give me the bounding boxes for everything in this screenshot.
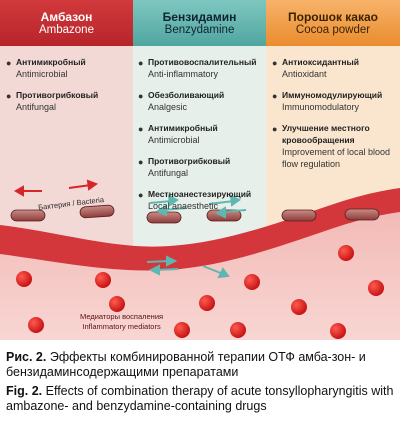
bullet-icon: ● [138,91,144,101]
effect-en: Local anaesthetic [148,201,219,211]
effect-en: Antifungal [16,102,57,112]
mediators-label-en: Inflammatory mediators [82,322,161,331]
bullet-icon: ● [138,157,144,167]
effect-ru: Местноанестезирующий [148,189,252,199]
list-item: ● Антиоксидантный Antioxidant [272,56,398,80]
list-item: ● Противогрибковый Antifungal [138,155,266,179]
effect-en: Antifungal [148,168,189,178]
list-item: ● Местноанестезирующий Local anaesthetic [138,188,266,212]
list-item: ● Антимикробный Antimicrobial [138,122,266,146]
bullet-icon: ● [272,91,278,101]
diagram: Амбазон Ambazone Бензидамин Benzydamine … [0,0,400,340]
ambazone-title-ru: Амбазон [40,10,93,24]
bullet-icon: ● [138,190,144,200]
effect-ru: Улучшение местного кровообращения [282,123,370,145]
benzydamine-title-ru: Бензидамин [162,10,237,24]
mediators-label: Медиаторы воспаления Inflammatory mediat… [80,312,163,332]
cocoa-title-ru: Порошок какао [288,10,378,24]
mediator-cells [16,245,384,339]
ambazone-arrows [13,179,99,197]
effect-ru: Противовоспалительный [148,57,257,67]
caption-ru: Рис. 2. Эффекты комбинированной терапии … [6,350,394,380]
bacterium [344,208,380,221]
cocoa-header: Порошок какао Cocoa powder [266,0,400,46]
list-item: ● Антимикробный Antimicrobial [6,56,130,80]
bacteria-group [10,204,380,224]
effect-en: Antioxidant [282,69,327,79]
effect-ru: Обезболивающий [148,90,225,100]
tissue-illustration [0,179,400,340]
bacterium [79,204,115,219]
list-item: ● Противогрибковый Antifungal [6,89,130,113]
list-item: ● Иммуномодулирующий Immunomodulatory [272,89,398,113]
effect-ru: Антимикробный [16,57,86,67]
ambazone-effects: ● Антимикробный Antimicrobial ● Противог… [6,56,130,122]
bacterium [281,209,317,222]
cocoa-title-en: Cocoa powder [295,24,371,36]
effect-en: Antimicrobial [16,69,68,79]
bullet-icon: ● [6,58,12,68]
bullet-icon: ● [272,124,278,134]
caption-en-prefix: Fig. 2. [6,384,43,398]
effect-ru: Противогрибковый [16,90,99,100]
ambazone-header: Амбазон Ambazone [0,0,133,46]
effect-en: Improvement of local blood flow regulati… [282,147,391,169]
effect-en: Analgesic [148,102,188,112]
benzydamine-arrows [146,194,247,279]
caption-ru-prefix: Рис. 2. [6,350,47,364]
ambazone-title-en: Ambazone [39,24,94,36]
mediators-label-ru: Медиаторы воспаления [80,312,164,321]
benzydamine-header: Бензидамин Benzydamine [133,0,266,46]
bullet-icon: ● [6,91,12,101]
effect-ru: Иммуномодулирующий [282,90,383,100]
mucosa-band [0,188,400,271]
bullet-icon: ● [138,124,144,134]
effect-en: Antimicrobial [148,135,200,145]
list-item: ● Улучшение местного кровообращения Impr… [272,122,398,170]
effect-ru: Антимикробный [148,123,218,133]
effect-ru: Антиоксидантный [282,57,359,67]
list-item: ● Обезболивающий Analgesic [138,89,266,113]
effect-ru: Противогрибковый [148,156,231,166]
bullet-icon: ● [272,58,278,68]
effect-en: Anti-inflammatory [148,69,219,79]
bullet-icon: ● [138,58,144,68]
bacterium [10,209,46,222]
caption-ru-text: Эффекты комбинированной терапии ОТФ амба… [6,350,366,379]
benzydamine-effects: ● Противовоспалительный Anti-inflammator… [138,56,266,221]
cocoa-effects: ● Антиоксидантный Antioxidant ● Иммуномо… [272,56,398,179]
list-item: ● Противовоспалительный Anti-inflammator… [138,56,266,80]
benzydamine-title-en: Benzydamine [164,24,235,36]
caption-en: Fig. 2. Effects of combination therapy o… [6,384,394,414]
caption-en-text: Effects of combination therapy of acute … [6,384,394,413]
effect-en: Immunomodulatory [282,102,360,112]
